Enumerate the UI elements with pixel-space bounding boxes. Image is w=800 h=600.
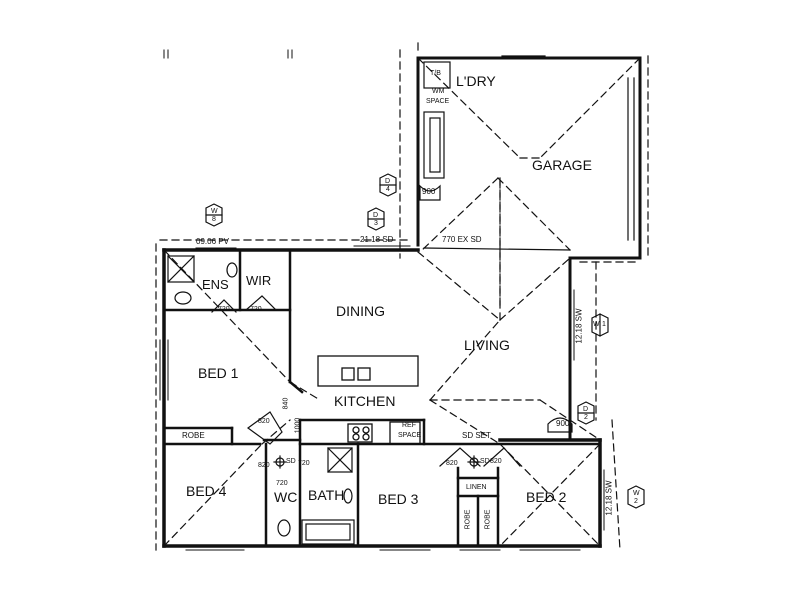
marker-d3-number: 3 bbox=[374, 220, 378, 227]
room-label-bed1: BED 1 bbox=[198, 365, 239, 381]
marker-d2-letter: D bbox=[583, 406, 589, 413]
bathroom-fixtures bbox=[277, 447, 355, 545]
fixture-label-robe-bed1: ROBE bbox=[182, 431, 205, 440]
marker-w2-letter: W bbox=[633, 490, 640, 497]
room-label-living: LIVING bbox=[464, 337, 510, 353]
room-label-wc: WC bbox=[274, 489, 298, 505]
annotation-ens-720-a: 720 bbox=[218, 306, 230, 313]
garage-walls bbox=[416, 56, 642, 442]
ensuite-fixtures bbox=[167, 255, 238, 305]
marker-w2-number: 2 bbox=[634, 498, 638, 505]
marker-d4-letter: D bbox=[385, 178, 391, 185]
fixture-label-ref: REF bbox=[402, 422, 416, 429]
annotation-ens-720-b: 720 bbox=[250, 306, 262, 313]
internal-walls bbox=[164, 250, 602, 548]
annotation-hall-1000: 1000 bbox=[294, 417, 302, 434]
fixture-label-wm-space: SPACE bbox=[426, 98, 450, 105]
fixture-label-tub: T/B bbox=[430, 70, 441, 77]
room-label-garage: GARAGE bbox=[532, 157, 592, 173]
annotation-wc-720: 720 bbox=[276, 480, 288, 487]
smoke-detectors bbox=[273, 455, 481, 469]
kitchen-fixtures bbox=[317, 355, 421, 445]
annotation-hall-720: 720 bbox=[298, 460, 310, 467]
door-swings bbox=[211, 184, 573, 467]
room-label-wir: WIR bbox=[246, 273, 272, 288]
marker-d2-number: 2 bbox=[584, 414, 588, 421]
roof-lines bbox=[155, 41, 649, 551]
room-label-bed3: BED 3 bbox=[378, 491, 419, 507]
marker-d3-letter: D bbox=[373, 212, 379, 219]
annotation-hall-820-a: 820 bbox=[258, 418, 270, 425]
room-label-bed2: BED 2 bbox=[526, 489, 567, 505]
annotation-ex-sd: 770 EX SD bbox=[442, 235, 482, 244]
annotation-door-900-a: 900 bbox=[422, 187, 436, 196]
room-label-kitchen: KITCHEN bbox=[334, 393, 396, 409]
annotation-hall-840: 840 bbox=[282, 397, 290, 410]
top-marks bbox=[163, 49, 293, 59]
room-label-laundry: L'DRY bbox=[456, 73, 496, 89]
marker-w8-number: 8 bbox=[212, 216, 216, 223]
annotation-sd-2118: 21.18 SD bbox=[360, 235, 394, 244]
room-label-bed4: BED 4 bbox=[186, 483, 227, 499]
room-label-ensuite: ENS bbox=[202, 277, 229, 292]
annotation-sd-a: SD bbox=[286, 458, 296, 465]
room-label-bath: BATH bbox=[308, 487, 345, 503]
annotation-sw-1218-b: 12.18 SW bbox=[604, 480, 614, 516]
house-external-walls bbox=[162, 248, 602, 548]
annotation-bed3-820: 820 bbox=[446, 460, 458, 467]
annotation-sw-1218-a: 12.18 SW bbox=[574, 308, 584, 344]
garage-door-lines bbox=[423, 55, 635, 251]
room-label-dining: DINING bbox=[336, 303, 385, 319]
fixture-label-robe-left: ROBE bbox=[464, 509, 472, 530]
fixture-label-robe-right: ROBE bbox=[484, 509, 492, 530]
fixture-label-linen: LINEN bbox=[466, 484, 487, 491]
fixture-label-wm: WM bbox=[432, 88, 445, 95]
annotation-pv: 09.06 PV bbox=[196, 237, 229, 246]
annotation-bed2-820: 820 bbox=[490, 458, 502, 465]
fixture-label-ref-space: SPACE bbox=[398, 432, 422, 439]
laundry-fixtures bbox=[423, 61, 451, 179]
window-marks bbox=[159, 245, 605, 551]
marker-w8-letter: W bbox=[211, 208, 218, 215]
marker-w1-number: 1 bbox=[602, 321, 606, 328]
annotation-door-900-b: 900 bbox=[556, 419, 570, 428]
elevation-markers bbox=[205, 173, 645, 509]
marker-w1-letter: W bbox=[593, 321, 600, 328]
annotation-sd-set: SD SET bbox=[462, 431, 491, 440]
annotation-hall-820-b: 820 bbox=[258, 462, 270, 469]
annotation-sd-b: SD bbox=[480, 458, 490, 465]
marker-d4-number: 4 bbox=[386, 186, 390, 193]
